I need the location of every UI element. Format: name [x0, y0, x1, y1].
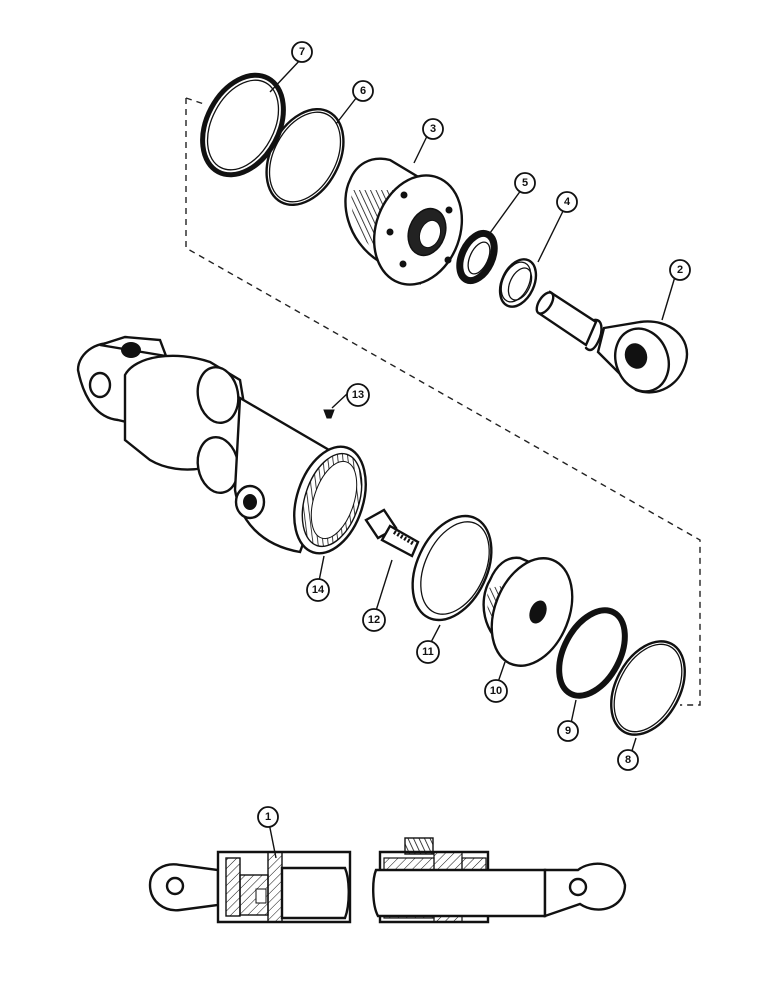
- part-3-gland: [344, 157, 464, 286]
- callout-13-circle: [346, 383, 370, 407]
- part-2-piston-rod: [535, 290, 689, 394]
- callout-8-label: 8: [625, 754, 631, 766]
- callout-11-circle: [416, 640, 440, 664]
- callout-4: 4: [556, 191, 578, 213]
- callout-12-label: 12: [368, 614, 380, 626]
- callout-1: 1: [257, 806, 279, 828]
- callout-2: 2: [669, 259, 691, 281]
- callout-6-circle: [352, 80, 374, 102]
- callout-3: 3: [422, 118, 444, 140]
- callout-5: 5: [514, 172, 536, 194]
- part-14-cylinder-barrel: [76, 335, 367, 555]
- callout-8: 8: [617, 749, 639, 771]
- part-5-rod-seal: [456, 229, 498, 285]
- callout-3-circle: [422, 118, 444, 140]
- callout-10: 10: [484, 679, 508, 703]
- callout-9: 9: [557, 720, 579, 742]
- callout-5-circle: [514, 172, 536, 194]
- part-10-piston: [482, 556, 574, 667]
- callout-7-label: 7: [299, 46, 305, 58]
- callout-12-circle: [362, 608, 386, 632]
- callout-4-circle: [556, 191, 578, 213]
- part-6-backup-ring: [265, 108, 345, 206]
- callout-5-label: 5: [522, 177, 528, 189]
- callout-6: 6: [352, 80, 374, 102]
- callout-8-circle: [617, 749, 639, 771]
- callout-6-label: 6: [360, 85, 366, 97]
- callout-12: 12: [362, 608, 386, 632]
- callout-7: 7: [291, 41, 313, 63]
- part-13-set-screw: [323, 409, 335, 419]
- assembly-boundary-dashed-top: [185, 97, 205, 105]
- callout-10-label: 10: [490, 685, 502, 697]
- callout-10-circle: [484, 679, 508, 703]
- callout-2-label: 2: [677, 264, 683, 276]
- callout-14-label: 14: [312, 584, 325, 596]
- callout-11-label: 11: [422, 646, 434, 658]
- callout-13: 13: [346, 383, 370, 407]
- callout-14-circle: [306, 578, 330, 602]
- callout-2-circle: [669, 259, 691, 281]
- callout-1-circle: [257, 806, 279, 828]
- callout-9-circle: [557, 720, 579, 742]
- part-12-cap-screw: [364, 508, 420, 558]
- callout-4-label: 4: [564, 196, 571, 208]
- callout-11: 11: [416, 640, 440, 664]
- assembly-boundary-dashed: [185, 98, 701, 706]
- part-9-o-ring: [556, 607, 628, 699]
- part-8-backup-ring: [610, 640, 686, 736]
- callout-7-circle: [291, 41, 313, 63]
- part-1-assembled-cylinder-cutaway: [148, 837, 627, 924]
- callout-13-label: 13: [352, 389, 364, 401]
- callout-1-label: 1: [265, 811, 271, 823]
- part-7-o-ring: [200, 72, 286, 178]
- callout-3-label: 3: [430, 123, 436, 135]
- part-11-piston-ring: [411, 514, 493, 622]
- part-4-wiper-seal: [498, 258, 538, 308]
- callout-14: 14: [306, 578, 330, 602]
- callout-9-label: 9: [565, 725, 571, 737]
